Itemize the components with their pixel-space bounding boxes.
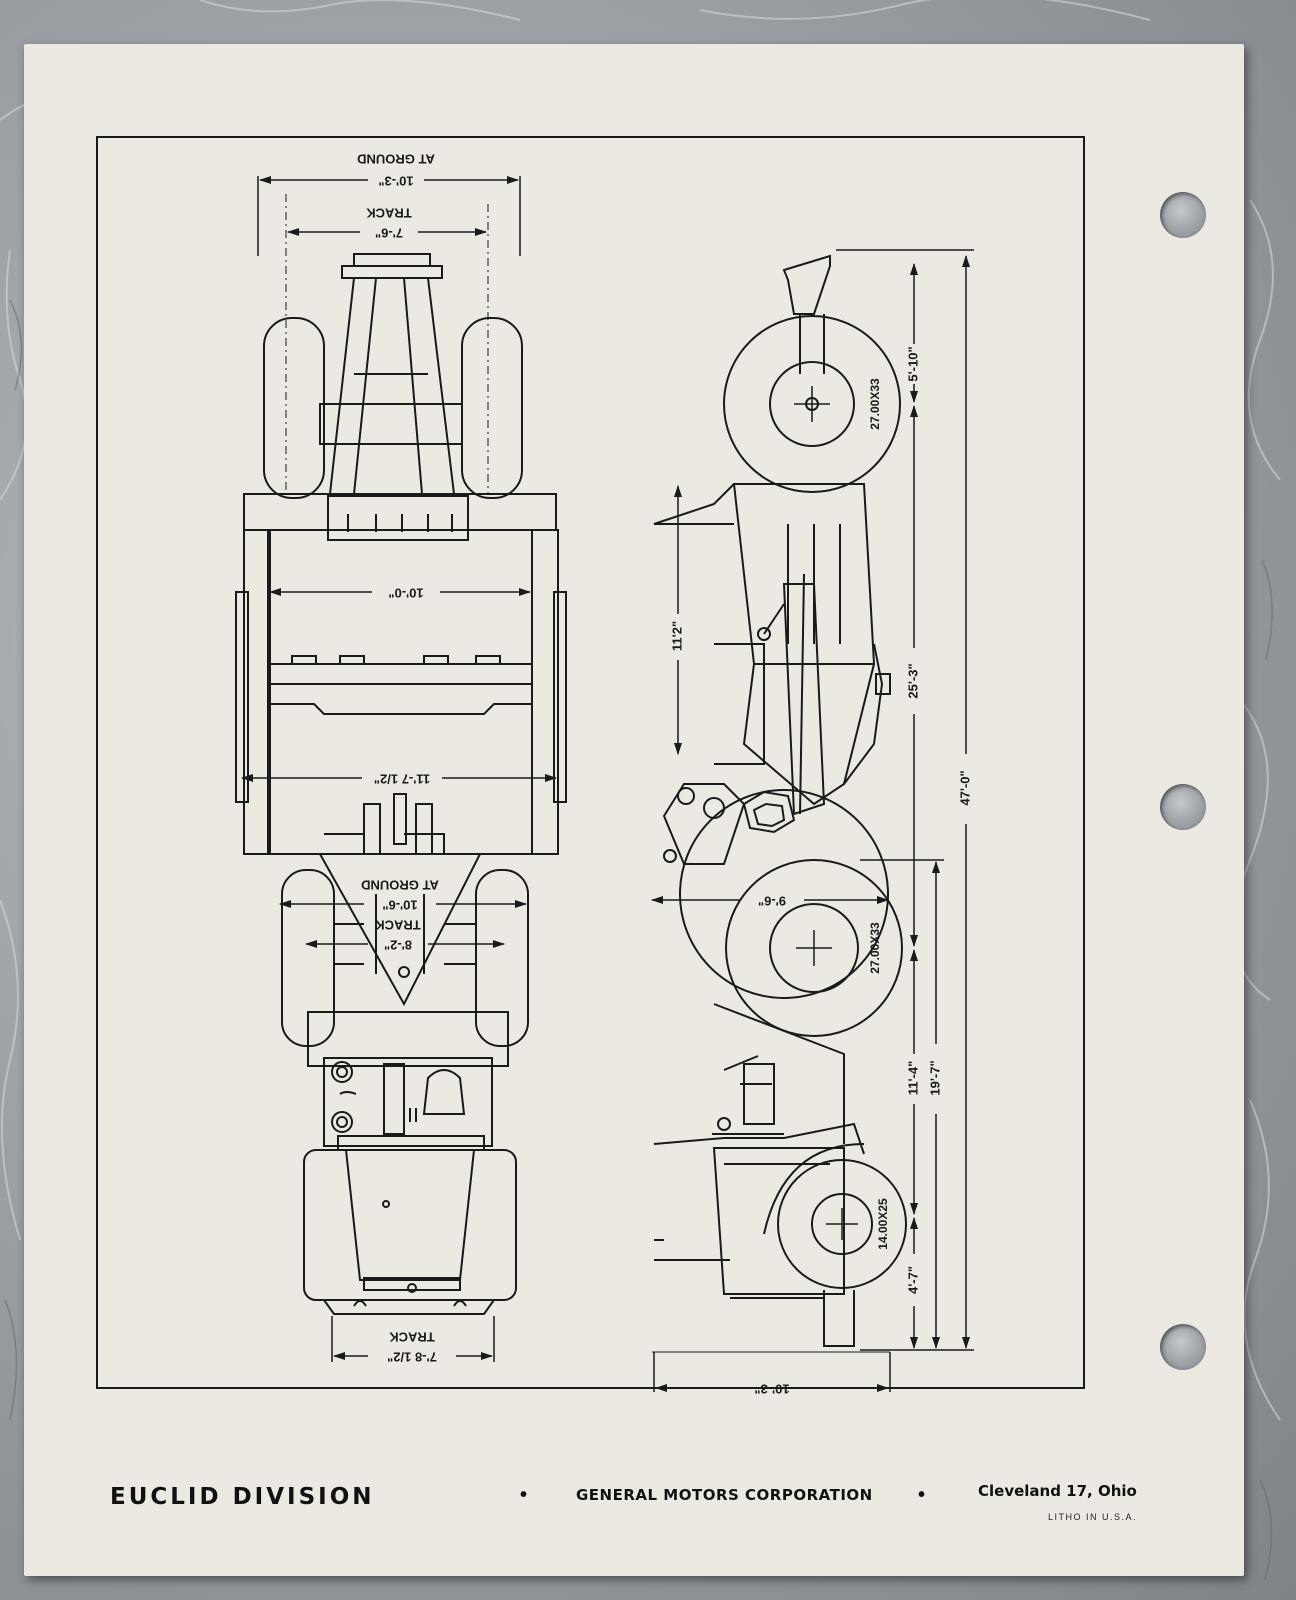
front-width-dim: 10'-3" xyxy=(754,1382,789,1397)
side-view xyxy=(652,254,907,1353)
drive-tire-size: 27.00X33 xyxy=(868,922,882,974)
tractor-wheelbase-dim: 11'-4" xyxy=(905,1061,920,1096)
rear-wheel xyxy=(723,315,901,493)
drive-at-ground-label: AT GROUND xyxy=(361,878,439,893)
rear-tire-left xyxy=(263,317,325,499)
rear-at-ground-dim: 10'-3" xyxy=(378,174,413,189)
punch-hole-bottom xyxy=(1160,1324,1206,1370)
side-view-labels: 5'-10" 25'-3" 11'-4" 19'-7" 4'-7" 47'-0"… xyxy=(669,346,972,1396)
corporation-name: GENERAL MOTORS CORPORATION xyxy=(576,1486,873,1504)
top-view-dimensions xyxy=(241,176,557,1362)
spec-sheet: 10'-3" AT GROUND 7'-6" TRACK 10'-0" 11'-… xyxy=(24,44,1244,1576)
side-view-dimensions xyxy=(651,249,974,1392)
city-address: Cleveland 17, Ohio xyxy=(978,1482,1137,1500)
rear-at-ground-label: AT GROUND xyxy=(357,152,435,167)
rear-track-label: TRACK xyxy=(366,206,412,221)
division-name: EUCLID DIVISION xyxy=(110,1484,375,1510)
overall-length-dim: 47'-0" xyxy=(957,770,972,805)
litho-notice: LITHO IN U.S.A. xyxy=(1048,1512,1138,1522)
footer-bullet-2: • xyxy=(918,1484,926,1506)
rear-tire-right xyxy=(461,317,523,499)
drive-track-dim: 8'-2" xyxy=(384,938,412,953)
front-track-dim: 7'-8 1/2" xyxy=(387,1350,437,1365)
front-wheel xyxy=(777,1159,907,1289)
top-view xyxy=(235,194,567,1315)
drawing-frame xyxy=(96,136,1085,1389)
rear-track-dim: 7'-6" xyxy=(375,226,403,241)
punch-hole-middle xyxy=(1160,784,1206,830)
footer-bullet-1: • xyxy=(520,1484,528,1506)
top-view-labels: 10'-3" AT GROUND 7'-6" TRACK 10'-0" 11'-… xyxy=(357,152,439,1365)
drive-wheel xyxy=(679,789,889,999)
scraper-wheelbase-dim: 25'-3" xyxy=(905,663,920,698)
bowl-outer-width-dim: 11'-7 1/2" xyxy=(374,772,430,787)
drive-axle-height-dim: 9'-6" xyxy=(758,894,786,909)
front-overhang-dim: 4'-7" xyxy=(905,1266,920,1294)
bowl-inner-width-dim: 10'-0" xyxy=(388,586,423,601)
drive-track-label: TRACK xyxy=(375,918,421,933)
drive-at-ground-dim: 10'-6" xyxy=(382,898,417,913)
front-tire-size: 14.00X25 xyxy=(876,1198,890,1250)
punch-hole-top xyxy=(1160,192,1206,238)
rear-overhang-dim: 5'-10" xyxy=(905,346,920,381)
front-track-label: TRACK xyxy=(389,1330,435,1345)
dimension-drawing: 10'-3" AT GROUND 7'-6" TRACK 10'-0" 11'-… xyxy=(96,136,1085,1397)
tractor-length-dim: 19'-7" xyxy=(927,1060,942,1095)
footer: EUCLID DIVISION • GENERAL MOTORS CORPORA… xyxy=(24,1464,1244,1564)
rear-tire-size: 27.00X33 xyxy=(868,378,882,430)
bowl-height-dim: 11'2" xyxy=(669,621,684,651)
